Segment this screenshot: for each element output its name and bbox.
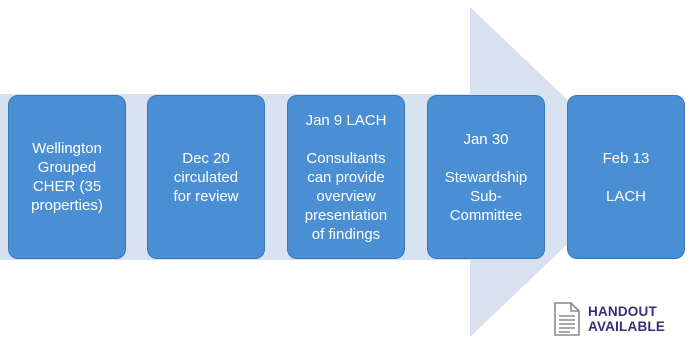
step-label: Wellington Grouped CHER (35 properties) — [31, 140, 103, 214]
handout-available-badge: HANDOUT AVAILABLE — [552, 302, 692, 336]
step-dec-20: Dec 20 circulated for review — [147, 95, 265, 259]
step-label: Jan 9 LACH Consultants can provide overv… — [304, 111, 388, 243]
step-label: Dec 20 circulated for review — [173, 149, 239, 205]
step-jan-9-lach: Jan 9 LACH Consultants can provide overv… — [287, 95, 405, 259]
step-label: Jan 30 Stewardship Sub- Committee — [444, 130, 528, 224]
step-label: Feb 13 LACH — [602, 149, 650, 205]
handout-label: HANDOUT AVAILABLE — [588, 304, 666, 334]
step-feb-13-lach: Feb 13 LACH — [567, 95, 685, 259]
step-jan-30-stewardship: Jan 30 Stewardship Sub- Committee — [427, 95, 545, 259]
document-icon — [554, 302, 580, 336]
step-wellington-cher: Wellington Grouped CHER (35 properties) — [8, 95, 126, 259]
